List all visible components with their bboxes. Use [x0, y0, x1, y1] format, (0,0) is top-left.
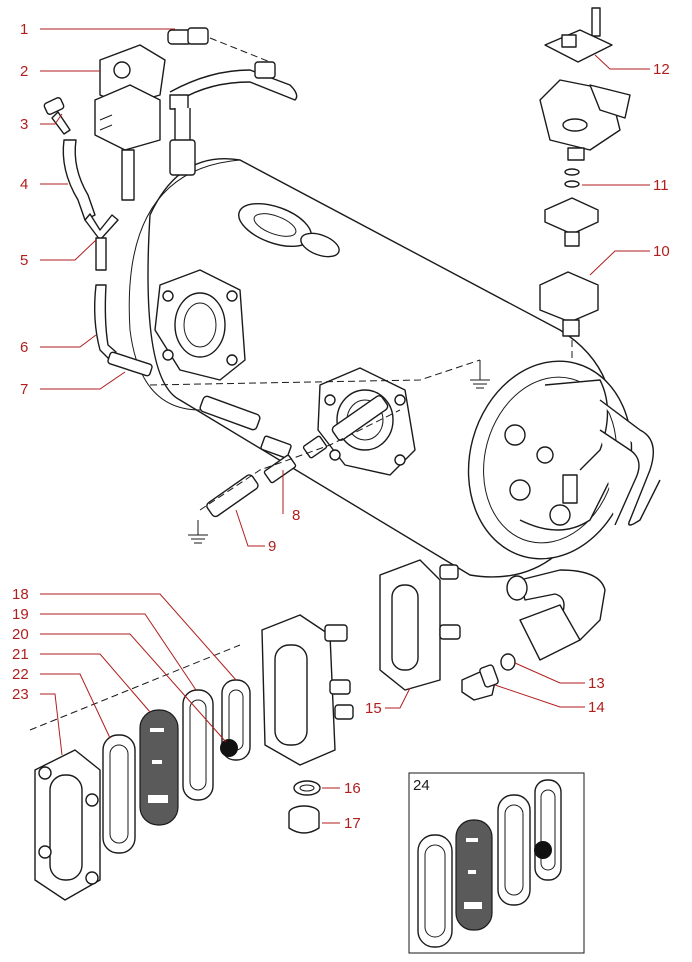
- sight-glass-body: [29, 614, 354, 766]
- callout-labels: 1 2 3 4 5 6 7 8 9 10 11 12 13 14 15 16 1…: [12, 21, 670, 832]
- callout-6: 6: [20, 339, 28, 356]
- leader-lines: [40, 28, 650, 824]
- leader-20: [40, 633, 227, 743]
- leader-5: [40, 239, 97, 261]
- leader-13: [514, 662, 585, 684]
- callout-22: 22: [12, 666, 29, 683]
- callout-14: 14: [588, 699, 605, 716]
- bypass-pipe: [506, 569, 606, 661]
- leader-14: [494, 684, 585, 708]
- callout-9: 9: [268, 538, 276, 555]
- callout-23: 23: [12, 686, 29, 703]
- gasket-22: [102, 734, 136, 854]
- callout-17: 17: [344, 815, 361, 832]
- glass-19: [182, 689, 214, 801]
- leader-6: [40, 334, 97, 348]
- leader-7: [40, 371, 126, 390]
- washer-16: [293, 780, 321, 796]
- callout-7: 7: [20, 381, 28, 398]
- leader-15: [385, 687, 411, 709]
- leader-22: [40, 673, 111, 739]
- solenoid-valve: [94, 44, 166, 151]
- callout-4: 4: [20, 176, 28, 193]
- sight-glass-holder-15: [379, 559, 461, 691]
- elbow-fitting-1: [167, 27, 271, 63]
- leader-10: [589, 250, 650, 276]
- inset-kit-24: [408, 772, 585, 954]
- ball-20: [220, 739, 238, 757]
- callout-21: 21: [12, 646, 29, 663]
- drain-plug-17: [288, 805, 320, 834]
- callout-8: 8: [292, 507, 300, 524]
- callout-18: 18: [12, 586, 29, 603]
- y-connector: [84, 213, 119, 271]
- elbow-connector: [43, 97, 71, 135]
- callout-12: 12: [653, 61, 670, 78]
- callout-2: 2: [20, 63, 28, 80]
- leader-9: [235, 509, 265, 547]
- leader-19: [40, 613, 197, 691]
- connector-7: [107, 351, 153, 377]
- callout-11: 11: [653, 177, 669, 194]
- callout-3: 3: [20, 116, 28, 133]
- switch-base: [544, 197, 599, 247]
- sensor-block-10: [539, 271, 599, 360]
- callout-13: 13: [588, 675, 605, 692]
- washers-11: [564, 168, 580, 188]
- callout-5: 5: [20, 252, 28, 269]
- callout-15: 15: [365, 700, 382, 717]
- leader-12: [594, 54, 650, 70]
- cover-plate-23: [34, 749, 101, 901]
- heating-element-flange: [467, 360, 661, 560]
- valve-fitting-14: [461, 664, 499, 701]
- callout-24: 24: [413, 777, 430, 794]
- callout-10: 10: [653, 243, 670, 260]
- washer-13: [500, 653, 516, 671]
- callout-16: 16: [344, 780, 361, 797]
- callout-1: 1: [20, 21, 28, 38]
- leader-23: [40, 693, 63, 756]
- hose-to-probe: [93, 284, 117, 361]
- pressure-switch: [539, 7, 631, 161]
- outlet-pipe: [169, 61, 298, 176]
- callout-20: 20: [12, 626, 29, 643]
- scale-plate-21: [139, 709, 179, 826]
- leader-21: [40, 653, 151, 713]
- callout-19: 19: [12, 606, 29, 623]
- silicone-hose: [62, 139, 135, 221]
- leader-18: [40, 593, 237, 681]
- level-probes: [149, 359, 490, 544]
- leader-3: [40, 113, 63, 125]
